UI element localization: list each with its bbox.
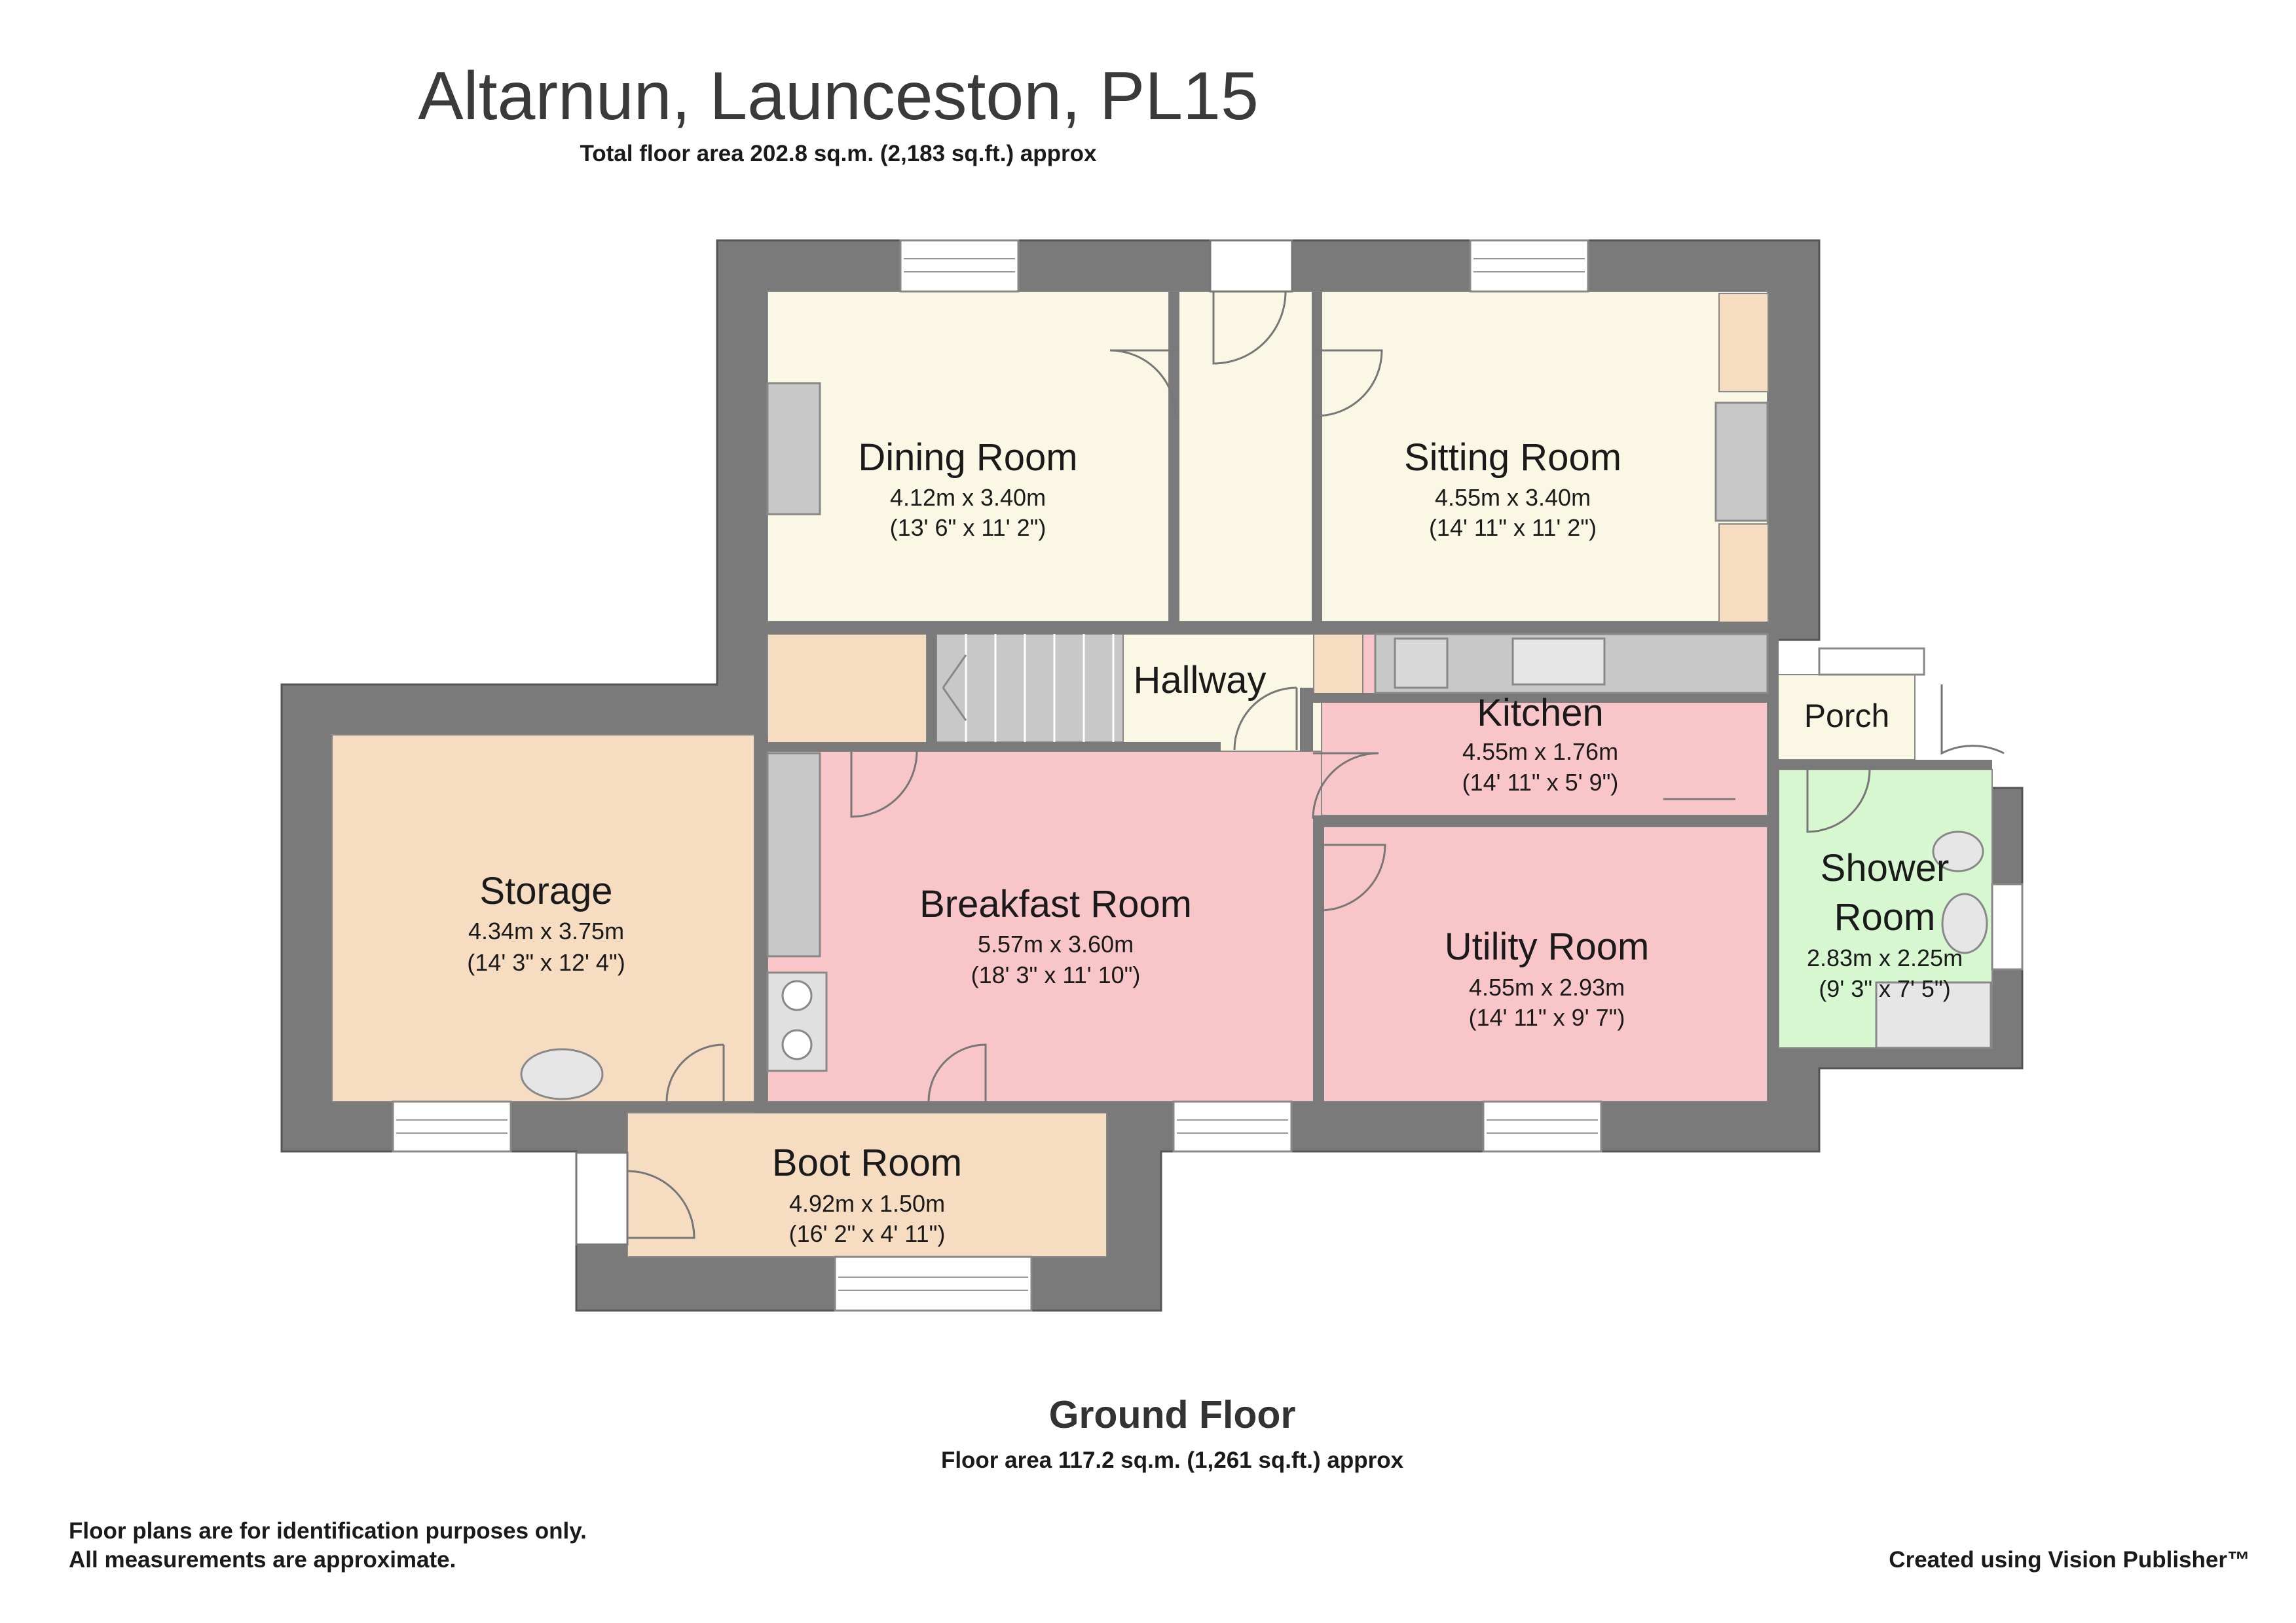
storage-metric: 4.34m x 3.75m — [468, 918, 624, 944]
stair-void — [767, 633, 927, 752]
sitting-room-name: Sitting Room — [1404, 436, 1621, 479]
storage-imperial: (14' 3" x 12' 4") — [467, 949, 625, 976]
front-door-swing — [1212, 291, 1287, 365]
shower-wc — [1932, 830, 1984, 872]
shower-tray — [1875, 981, 1992, 1049]
floor-name: Ground Floor — [1048, 1393, 1296, 1436]
window-breakfast — [1172, 1100, 1293, 1153]
utility-room-metric: 4.55m x 2.93m — [1469, 974, 1625, 1001]
sitting-cupboard-top — [1718, 293, 1769, 392]
breakfast-room-imperial: (18' 3" x 11' 10") — [971, 961, 1141, 988]
front-door-opening — [1209, 239, 1293, 293]
doors — [575, 239, 2005, 1246]
dining-fireplace — [766, 382, 821, 515]
floor-area: Floor area 117.2 sq.m. (1,261 sq.ft.) ap… — [940, 1447, 1404, 1473]
dining-room-name: Dining Room — [858, 436, 1077, 479]
hall-kitchen-door-swing — [1312, 752, 1379, 819]
hallway-floor-upper — [1168, 291, 1322, 622]
stair-treads — [942, 634, 1115, 742]
sitting-room-metric: 4.55m x 3.40m — [1435, 484, 1591, 511]
storage-floor — [331, 734, 755, 1102]
kitchen-cupboard — [1313, 633, 1363, 697]
software-credit: Created using Vision Publisher™ — [1889, 1547, 2250, 1573]
window-shower — [1991, 883, 2024, 971]
window-porch — [1818, 647, 1925, 676]
shower-room-name-line1: Shower — [1821, 847, 1950, 889]
kitchen-metric: 4.55m x 1.76m — [1462, 738, 1618, 765]
storage-name: Storage — [479, 870, 612, 912]
boot-room-metric: 4.92m x 1.50m — [789, 1190, 945, 1217]
breakfast-room-metric: 5.57m x 3.60m — [978, 931, 1134, 958]
utility-door-swing — [1319, 844, 1386, 912]
plan-title: Altarnun, Launceston, PL15 — [418, 58, 1259, 134]
total-floor-area: Total floor area 202.8 sq.m. (2,183 sq.f… — [580, 141, 1097, 166]
utility-room-name: Utility Room — [1445, 925, 1650, 968]
breakfast-fireplace — [766, 752, 821, 958]
boot-door-swing — [927, 1043, 987, 1102]
boot-external-door-swing — [627, 1170, 695, 1239]
window-sitting — [1469, 239, 1589, 293]
shower-room-name-line2: Room — [1834, 896, 1936, 939]
window-boot — [834, 1256, 1033, 1312]
window-utility — [1482, 1100, 1602, 1153]
shower-room-imperial: (9' 3" x 7' 5") — [1819, 975, 1950, 1002]
utility-room-floor — [1321, 826, 1768, 1102]
shower-room-metric: 2.83m x 2.25m — [1807, 944, 1963, 971]
window-storage — [392, 1100, 512, 1153]
shower-basin — [1941, 893, 1988, 954]
breakfast-door-swing — [850, 751, 918, 818]
internal-walls — [754, 291, 1992, 1113]
disclaimer-line-2: All measurements are approximate. — [69, 1547, 456, 1573]
storage-boiler — [520, 1048, 604, 1100]
utility-room-imperial: (14' 11" x 9' 7") — [1469, 1004, 1625, 1031]
window-glazing-lines — [396, 258, 1598, 1291]
room-floors — [331, 291, 1993, 1258]
hallway-door-swing — [1233, 686, 1298, 751]
boot-room-name: Boot Room — [772, 1142, 962, 1184]
kitchen-imperial: (14' 11" x 5' 9") — [1462, 769, 1619, 796]
window-dining — [899, 239, 1020, 293]
fixtures — [520, 382, 1992, 1100]
breakfast-room-name: Breakfast Room — [919, 883, 1192, 925]
boot-room-floor — [627, 1112, 1107, 1258]
porch-floor — [1770, 674, 1916, 760]
windows — [392, 239, 2024, 1312]
room-labels: Dining Room 4.12m x 3.40m (13' 6" x 11' … — [467, 436, 1963, 1247]
porch-door-swing — [1940, 684, 2005, 755]
boot-external-door — [575, 1151, 629, 1246]
kitchen-name: Kitchen — [1477, 692, 1603, 734]
dining-room-metric: 4.12m x 3.40m — [890, 484, 1046, 511]
hallway-name: Hallway — [1133, 659, 1266, 701]
sitting-door-swing — [1316, 349, 1383, 417]
kitchen-sink — [1511, 637, 1606, 686]
shower-door-swing — [1806, 769, 1871, 833]
sitting-fireplace — [1714, 401, 1769, 522]
storage-door-swing — [665, 1043, 725, 1102]
kitchen-hob — [1394, 637, 1449, 689]
sitting-room-imperial: (14' 11" x 11' 2") — [1429, 514, 1597, 541]
porch-name: Porch — [1804, 698, 1890, 734]
dining-door-swing — [1109, 349, 1177, 417]
boot-room-imperial: (16' 2" x 4' 11") — [789, 1220, 946, 1247]
sitting-cupboard-bottom — [1718, 523, 1769, 623]
disclaimer-line-1: Floor plans are for identification purpo… — [69, 1518, 587, 1544]
staircase — [936, 633, 1124, 743]
dining-room-imperial: (13' 6" x 11' 2") — [890, 514, 1046, 541]
sitting-room-floor — [1321, 291, 1768, 622]
